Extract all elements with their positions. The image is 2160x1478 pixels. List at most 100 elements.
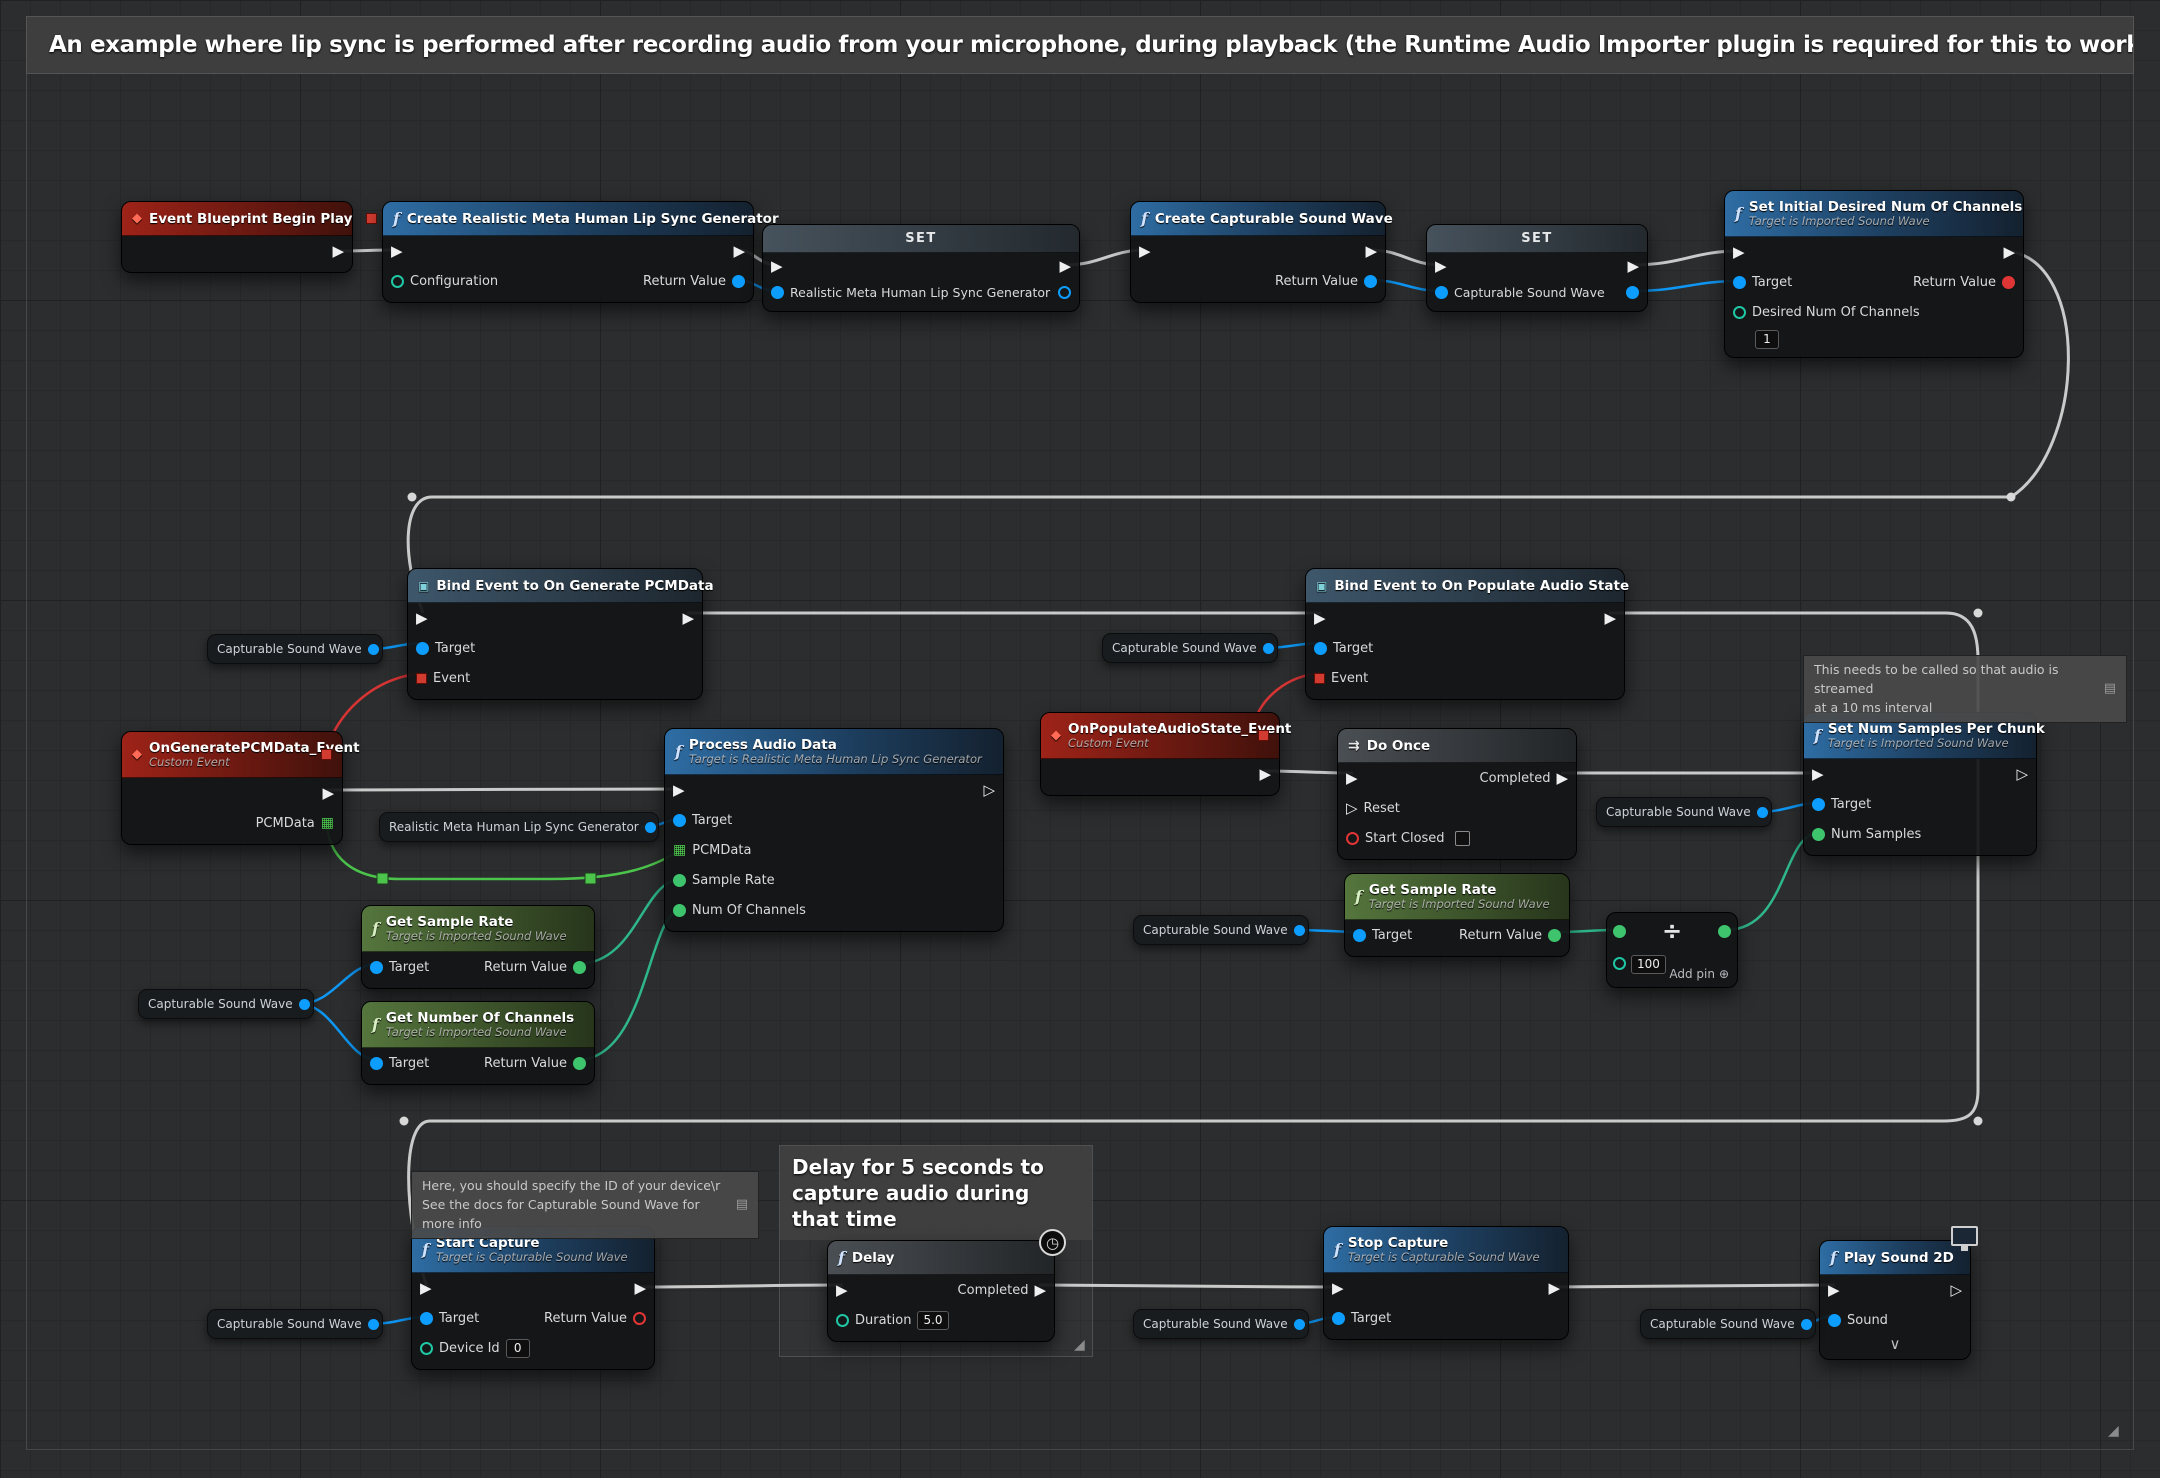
node-play-sound-2d[interactable]: f Play Sound 2D ▶ ▷ Sound ∨ [1819,1226,1978,1360]
return-value-pin[interactable] [633,1311,646,1325]
divide-input-b-value[interactable]: 100 [1631,955,1666,974]
output-pin[interactable] [1756,806,1768,818]
expand-node-button[interactable]: ∨ [1820,1335,1970,1353]
reroute-dot[interactable] [399,1116,409,1126]
node-do-once[interactable]: ⇉ Do Once ▶ Completed▶ ▷Reset Start Clos… [1337,728,1577,860]
output-pin[interactable] [1262,642,1274,654]
event-delegate-pin[interactable] [416,672,427,684]
device-id-value[interactable]: 0 [505,1338,530,1358]
node-create-capturable-sound-wave[interactable]: f Create Capturable Sound Wave ▶ ▶ Retur… [1130,201,1393,303]
target-pin[interactable] [1812,797,1825,811]
value-out-pin[interactable] [1058,285,1071,299]
exec-in-pin[interactable]: ▶ [771,256,783,275]
target-pin[interactable] [370,960,383,974]
array-knot-icon[interactable] [376,872,389,885]
exec-in-pin[interactable]: ▶ [1139,241,1151,260]
target-pin[interactable] [1314,641,1327,655]
output-pin[interactable] [1293,924,1305,936]
variable-node-capturable-sound-wave[interactable]: Capturable Sound Wave [207,634,383,664]
node-set-lipsync-generator[interactable]: SET ▶ ▶ Realistic Meta Human Lip Sync Ge… [762,224,1080,312]
reroute-dot[interactable] [1973,608,1983,618]
variable-node-lipsync-generator[interactable]: Realistic Meta Human Lip Sync Generator [379,812,659,842]
exec-out-pin[interactable]: ▶ [1365,241,1377,260]
output-pin[interactable] [644,821,656,833]
exec-out-pin[interactable]: ▶ [634,1278,646,1297]
target-pin[interactable] [416,641,429,655]
exec-in-pin[interactable]: ▶ [416,608,428,627]
exec-out-pin[interactable]: ▶ [322,783,334,802]
output-pin[interactable] [1800,1318,1812,1330]
variable-node-capturable-sound-wave[interactable]: Capturable Sound Wave [1102,633,1278,663]
return-value-pin[interactable] [1548,928,1561,942]
output-pin[interactable] [367,643,379,655]
target-pin[interactable] [420,1311,433,1325]
exec-in-pin[interactable]: ▶ [1828,1280,1840,1299]
exec-in-pin[interactable]: ▶ [1435,256,1447,275]
device-id-note[interactable]: Here, you should specify the ID of your … [411,1171,759,1240]
exec-in-pin[interactable]: ▶ [1733,242,1745,261]
exec-out-pin[interactable]: ▶ [1627,256,1639,275]
output-pin[interactable] [298,998,310,1010]
num-samples-pin[interactable] [1812,827,1825,841]
return-value-pin[interactable] [573,960,586,974]
exec-in-pin[interactable]: ▶ [1812,764,1824,783]
exec-out-pin[interactable]: ▶ [682,608,694,627]
divide-input-a-pin[interactable] [1613,925,1626,938]
delegate-output-pin[interactable] [1258,730,1269,741]
return-value-pin[interactable] [1364,274,1377,288]
add-pin-button[interactable]: Add pin ⊕ [1669,967,1729,981]
value-in-pin[interactable] [1435,285,1448,299]
desired-num-channels-value[interactable]: 1 [1755,329,1779,349]
reroute-dot[interactable] [1973,1116,1983,1126]
divide-input-b-pin[interactable] [1613,957,1626,970]
event-delegate-pin[interactable] [1314,672,1325,684]
node-start-capture[interactable]: f Start Capture Target is Capturable Sou… [411,1226,655,1370]
target-pin[interactable] [370,1056,383,1070]
divide-output-pin[interactable] [1718,925,1731,938]
duration-value[interactable]: 5.0 [917,1310,949,1330]
exec-out-pin[interactable]: ▶ [733,241,745,260]
node-get-number-of-channels[interactable]: f Get Number Of Channels Target is Impor… [361,1001,595,1085]
node-bind-event-on-generate-pcmdata[interactable]: ▣ Bind Event to On Generate PCMData ▶ ▶ … [407,568,714,700]
exec-in-pin[interactable]: ▶ [836,1280,848,1299]
device-id-pin[interactable] [420,1341,433,1355]
completed-exec-out-pin[interactable]: ▶ [1556,768,1568,787]
node-stop-capture[interactable]: f Stop Capture Target is Capturable Soun… [1323,1226,1569,1340]
start-closed-checkbox[interactable] [1454,830,1470,846]
variable-node-capturable-sound-wave[interactable]: Capturable Sound Wave [1596,797,1772,827]
duration-pin[interactable] [836,1313,849,1327]
node-create-lipsync-generator[interactable]: f Create Realistic Meta Human Lip Sync G… [382,201,779,303]
exec-out-pin[interactable]: ▶ [1604,608,1616,627]
exec-out-pin[interactable]: ▷ [983,780,995,799]
num-samples-tooltip-note[interactable]: This needs to be called so that audio is… [1803,655,2127,724]
num-of-channels-pin[interactable] [673,903,686,917]
exec-in-pin[interactable]: ▶ [1346,768,1358,787]
variable-node-capturable-sound-wave[interactable]: Capturable Sound Wave [138,989,314,1019]
delegate-output-pin[interactable] [366,213,378,224]
variable-node-capturable-sound-wave[interactable]: Capturable Sound Wave [207,1309,383,1339]
exec-out-pin[interactable]: ▶ [1259,764,1271,783]
exec-out-pin[interactable]: ▶ [1548,1278,1560,1297]
exec-out-pin[interactable]: ▷ [1950,1280,1962,1299]
node-set-capturable-sound-wave[interactable]: SET ▶ ▶ Capturable Sound Wave [1426,224,1648,312]
comment-resize-handle[interactable]: ◢ [2108,1423,2119,1439]
desired-num-channels-pin[interactable] [1733,305,1746,319]
return-value-pin[interactable] [2002,275,2015,289]
variable-node-capturable-sound-wave[interactable]: Capturable Sound Wave [1133,915,1309,945]
pcmdata-array-pin[interactable]: ▦ [673,842,687,858]
node-set-num-samples-per-chunk[interactable]: f Set Num Samples Per Chunk Target is Im… [1803,712,2045,856]
value-out-pin[interactable] [1626,285,1639,299]
node-process-audio-data[interactable]: f Process Audio Data Target is Realistic… [664,728,1004,932]
output-pin[interactable] [1293,1318,1305,1330]
node-on-generate-pcmdata-event[interactable]: ◆ OnGeneratePCMData_Event Custom Event ▶… [121,731,360,845]
target-pin[interactable] [1733,275,1746,289]
delay-comment-text[interactable]: Delay for 5 seconds to capture audio dur… [780,1146,1092,1240]
node-event-begin-play[interactable]: ◆ Event Blueprint Begin Play ▶ [121,201,378,273]
reset-exec-in-pin[interactable]: ▷ [1346,798,1358,817]
target-pin[interactable] [1353,928,1366,942]
graph-comment-title[interactable]: An example where lip sync is performed a… [26,16,2134,74]
reroute-dot[interactable] [407,492,417,502]
sound-pin[interactable] [1828,1313,1841,1327]
